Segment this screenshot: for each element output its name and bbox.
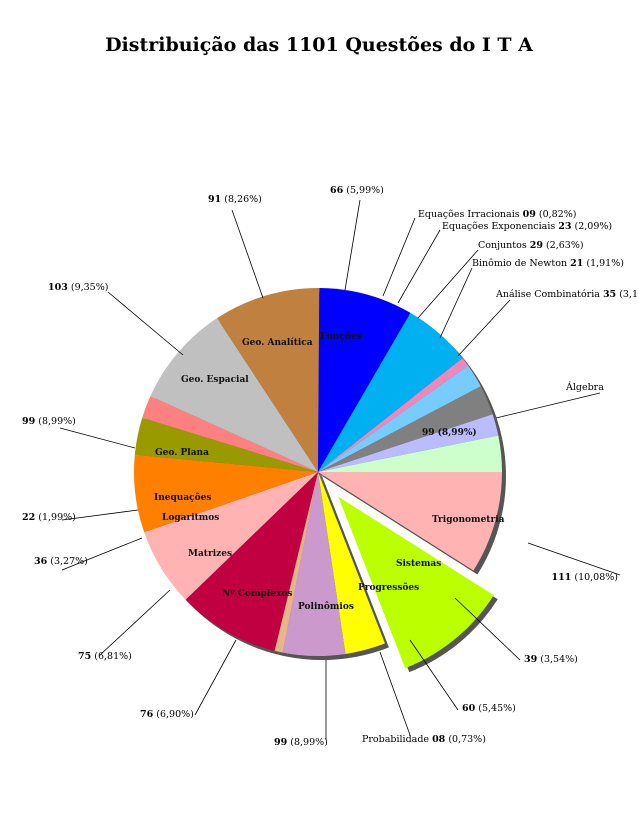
pie-labels: 99 (8,99%) TrigonometriaSistemasProgressõ… bbox=[22, 185, 638, 748]
outside-label-an-lise-combinat-ria: Análise Combinatória 35 (3,18%) bbox=[495, 289, 638, 300]
slice-geo-plana bbox=[150, 318, 318, 472]
chart-title: Distribuição das 1101 Questões do I T A bbox=[105, 34, 533, 56]
outside-label-polin-mios: 99 (8,99%) bbox=[274, 737, 328, 748]
outside-label-inequa-es: 22 (1,99%) bbox=[22, 512, 76, 523]
leader-an-lise-combinat-ria bbox=[457, 299, 511, 357]
leader-equa-es-irracionais bbox=[382, 217, 416, 297]
leader-sistemas bbox=[454, 597, 521, 661]
slice-equa-es-exponenciais bbox=[318, 365, 481, 472]
inside-label-geo-plana: Geo. Plana bbox=[155, 448, 209, 458]
outside-label-equa-es-irracionais: Equações Irracionais 09 (0,82%) bbox=[418, 209, 577, 220]
inside-label-trigonometria: Trigonometria bbox=[432, 515, 505, 525]
inside-label-n-complexos: Nº Complexos bbox=[222, 589, 292, 599]
inside-label--lgebra: 99 (8,99%) bbox=[422, 427, 477, 438]
slice-geo-anal-tica bbox=[318, 288, 411, 472]
inside-label-logaritmos: Logaritmos bbox=[162, 513, 219, 523]
inside-label-matrizes: Matrizes bbox=[188, 549, 232, 559]
inside-label-polin-mios: Polinômios bbox=[298, 601, 354, 612]
outside-label-geo-espacial: 103 (9,35%) bbox=[48, 282, 108, 293]
leader-geo-anal-tica bbox=[231, 209, 264, 299]
outside-label-probabilidade: Probabilidade 08 (0,73%) bbox=[362, 734, 486, 745]
leader-geo-plana bbox=[59, 427, 136, 449]
leader-matrizes bbox=[99, 589, 171, 656]
outside-label-sistemas: 39 (3,54%) bbox=[524, 654, 578, 665]
slice-trigonometria bbox=[338, 496, 494, 669]
slice-bin-mio-de-newton bbox=[318, 414, 499, 472]
outside-label-matrizes: 75 (6,81%) bbox=[78, 651, 132, 662]
leader-progress-es bbox=[409, 639, 459, 711]
outside-label-n-complexos: 76 (6,90%) bbox=[140, 709, 194, 720]
slice-conjuntos bbox=[318, 386, 493, 472]
leader-conjuntos bbox=[417, 249, 479, 319]
leader-geo-espacial bbox=[107, 291, 184, 356]
leader-lines bbox=[59, 199, 621, 740]
slice-sistemas bbox=[318, 472, 385, 654]
inside-label-geo-espacial: Geo. Espacial bbox=[181, 375, 249, 385]
inside-label-progress-es: Progressões bbox=[358, 582, 419, 593]
outside-label-geo-anal-tica: 91 (8,26%) bbox=[208, 194, 262, 205]
slice-an-lise-combinat-ria bbox=[318, 435, 502, 472]
outside-label-logaritmos: 36 (3,27%) bbox=[34, 556, 88, 567]
slice-matrizes bbox=[134, 454, 318, 533]
leader-bin-mio-de-newton bbox=[439, 267, 473, 339]
slice-inequa-es bbox=[142, 396, 318, 472]
leader-trigonometria bbox=[527, 542, 621, 576]
pie-slices bbox=[134, 287, 502, 669]
slice-equa-es-irracionais bbox=[318, 358, 469, 472]
leader-n-complexos bbox=[194, 639, 237, 716]
inside-label-inequa-es: Inequações bbox=[154, 492, 211, 503]
outside-label-algebra: Álgebra bbox=[565, 381, 604, 393]
inside-label-geo-anal-tica: Geo. Analítica bbox=[242, 337, 313, 348]
leader-logaritmos bbox=[61, 537, 143, 571]
slice-fun-es bbox=[318, 312, 463, 472]
leader-algebra bbox=[495, 392, 601, 419]
slice-logaritmos bbox=[134, 417, 318, 472]
outside-label-trigonometria: 111 (10,08%) bbox=[552, 572, 619, 583]
leader-probabilidade bbox=[379, 651, 411, 736]
outside-label-equa-es-exponenciais: Equações Exponenciais 23 (2,09%) bbox=[442, 221, 612, 232]
outside-label-conjuntos: Conjuntos 29 (2,63%) bbox=[478, 240, 584, 251]
leader-inequa-es bbox=[61, 509, 139, 521]
slice-polin-mios bbox=[185, 472, 318, 651]
leader-fun-es bbox=[344, 199, 361, 291]
leader-equa-es-exponenciais bbox=[397, 229, 441, 304]
slice-n-complexos bbox=[144, 472, 318, 600]
outside-label-fun-es: 66 (5,99%) bbox=[330, 185, 384, 196]
outside-label-geo-plana: 99 (8,99%) bbox=[22, 416, 76, 427]
slice-probabilidade bbox=[274, 472, 318, 653]
slice-geo-espacial bbox=[217, 287, 320, 472]
inside-label-fun-es: Funções bbox=[320, 331, 362, 342]
inside-label-sistemas: Sistemas bbox=[396, 559, 441, 569]
outside-label-progress-es: 60 (5,45%) bbox=[462, 703, 516, 714]
outside-label-bin-mio-de-newton: Binômio de Newton 21 (1,91%) bbox=[472, 258, 624, 269]
slice--lgebra bbox=[318, 472, 502, 571]
slice-progress-es bbox=[282, 472, 346, 657]
